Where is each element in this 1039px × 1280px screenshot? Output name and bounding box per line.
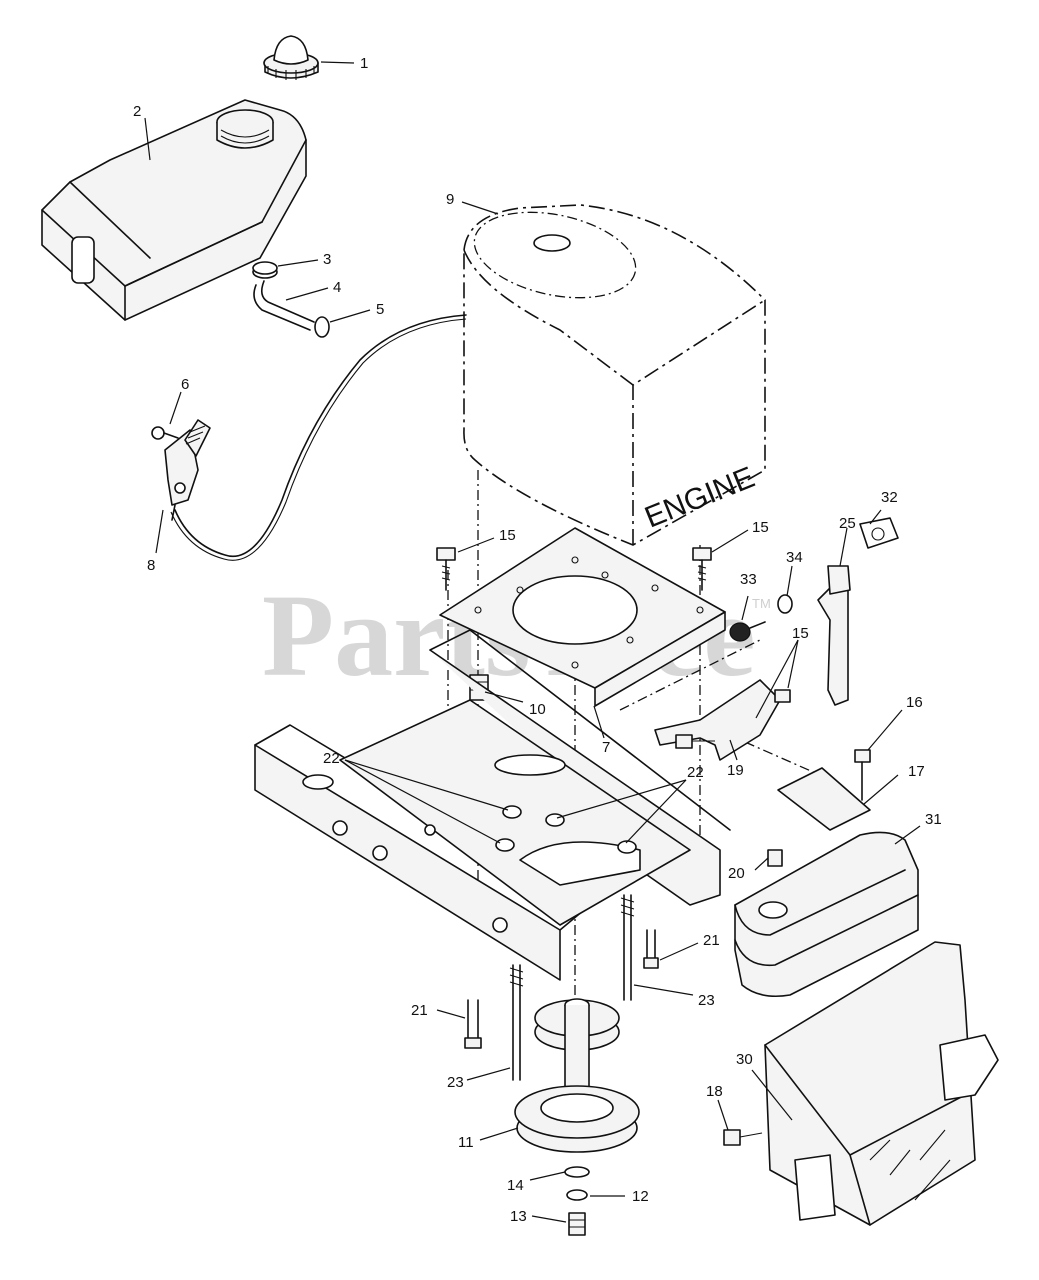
callout-9: 9 bbox=[446, 191, 454, 208]
callout-22-b: 22 bbox=[687, 764, 704, 781]
callout-15-a: 15 bbox=[499, 527, 516, 544]
callout-33: 33 bbox=[740, 571, 757, 588]
callout-1: 1 bbox=[360, 55, 368, 72]
callout-labels: 1 2 3 4 5 6 8 9 15 15 32 25 34 33 15 10 … bbox=[133, 55, 942, 1225]
bolt-18 bbox=[723, 1129, 763, 1146]
callout-19: 19 bbox=[727, 762, 744, 779]
callout-17: 17 bbox=[908, 763, 925, 780]
throttle-cable bbox=[174, 314, 467, 558]
heat-shield-plate bbox=[777, 749, 871, 831]
callout-4: 4 bbox=[333, 279, 341, 296]
exhaust-pipe bbox=[729, 517, 899, 706]
long-bolts bbox=[464, 894, 659, 1081]
bolt-20 bbox=[767, 849, 783, 867]
callout-23-a: 23 bbox=[698, 992, 715, 1009]
callout-16: 16 bbox=[906, 694, 923, 711]
callout-15-b: 15 bbox=[752, 519, 769, 536]
callout-21-b: 21 bbox=[411, 1002, 428, 1019]
callout-6: 6 bbox=[181, 376, 189, 393]
engine: ENGINE bbox=[463, 204, 766, 546]
muffler-bracket bbox=[654, 679, 791, 761]
muffler bbox=[734, 831, 919, 998]
callout-21-a: 21 bbox=[703, 932, 720, 949]
callout-8: 8 bbox=[147, 557, 155, 574]
callout-11: 11 bbox=[458, 1134, 474, 1151]
callout-2: 2 bbox=[133, 103, 141, 120]
fuel-tank bbox=[41, 99, 307, 321]
callout-22-a: 22 bbox=[323, 750, 340, 767]
fuel-cap bbox=[263, 35, 319, 80]
engine-mount-plate bbox=[439, 527, 726, 707]
callout-31: 31 bbox=[925, 811, 942, 828]
callout-3: 3 bbox=[323, 251, 331, 268]
nuts-22 bbox=[495, 805, 637, 854]
leader-lines bbox=[144, 61, 921, 1223]
callout-15-c: 15 bbox=[792, 625, 809, 642]
callout-25: 25 bbox=[839, 515, 856, 532]
callout-34: 34 bbox=[786, 549, 803, 566]
callout-10: 10 bbox=[529, 701, 546, 718]
throttle-control bbox=[151, 419, 211, 521]
spindle-hardware bbox=[564, 1166, 590, 1236]
fuel-line bbox=[252, 261, 330, 338]
engine-label: ENGINE bbox=[640, 461, 759, 535]
callout-20: 20 bbox=[728, 865, 745, 882]
callout-7: 7 bbox=[602, 739, 610, 756]
bolt-15a bbox=[436, 547, 456, 591]
callout-14: 14 bbox=[507, 1177, 524, 1194]
watermark-trademark: TM bbox=[752, 596, 771, 611]
callout-23-b: 23 bbox=[447, 1074, 464, 1091]
heat-shield bbox=[764, 941, 999, 1226]
pulley-11 bbox=[514, 998, 640, 1153]
callout-13: 13 bbox=[510, 1208, 527, 1225]
callout-18: 18 bbox=[706, 1083, 723, 1100]
callout-5: 5 bbox=[376, 301, 384, 318]
callout-32: 32 bbox=[881, 489, 898, 506]
callout-12: 12 bbox=[632, 1188, 649, 1205]
callout-30: 30 bbox=[736, 1051, 753, 1068]
bolt-15b bbox=[692, 547, 712, 591]
